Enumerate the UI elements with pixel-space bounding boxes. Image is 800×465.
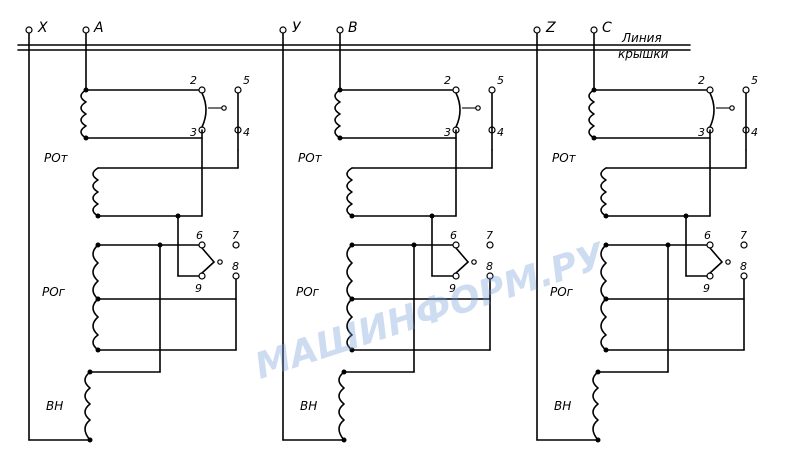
tap-5-label: 5 — [751, 74, 758, 87]
phase-circuit-1: X A 2 3 4 5 РОт — [25, 20, 250, 443]
lid-label-line1: Линия — [621, 31, 662, 45]
winding-label-rog: РОг — [550, 285, 574, 299]
winding-label-rog: РОг — [42, 285, 66, 299]
neutral-terminal — [279, 26, 287, 34]
rot-coil-upper — [80, 89, 87, 139]
tap-6-label: 6 — [196, 229, 203, 242]
tap-6-label: 6 — [704, 229, 711, 242]
tap-8 — [232, 272, 240, 280]
tap-4-label: 4 — [243, 126, 250, 139]
line-terminal — [590, 26, 598, 34]
winding-label-vn: ВН — [300, 399, 317, 413]
switch-arm-upper — [201, 92, 207, 128]
lid-label-line2: крышки — [618, 47, 669, 61]
tap-5-label: 5 — [497, 74, 504, 87]
neutral-terminal-label: X — [37, 20, 48, 36]
tap-7-label: 7 — [232, 229, 239, 242]
tap-9 — [198, 272, 206, 280]
neutral-terminal-label: Z — [545, 20, 556, 36]
neutral-terminal — [533, 26, 541, 34]
tap-4-label: 4 — [497, 126, 504, 139]
winding-label-rot: РОт — [44, 151, 69, 165]
tap-2-label: 2 — [190, 74, 197, 87]
winding-label-vn: ВН — [554, 399, 571, 413]
tap-3-label: 3 — [444, 126, 451, 139]
tap-7-label: 7 — [740, 229, 747, 242]
tap-9-label: 9 — [449, 282, 456, 295]
tap-8-label: 8 — [740, 260, 747, 273]
lid-line — [17, 44, 691, 51]
tap-2-label: 2 — [444, 74, 451, 87]
tap-7 — [232, 241, 240, 249]
line-terminal-label: A — [93, 20, 104, 36]
tap-9-label: 9 — [703, 282, 710, 295]
winding-label-rot: РОт — [298, 151, 323, 165]
neutral-terminal-label: У — [292, 20, 302, 36]
tap-8-label: 8 — [486, 260, 493, 273]
vn-coil — [84, 371, 91, 441]
winding-label-rot: РОт — [552, 151, 577, 165]
line-terminal — [336, 26, 344, 34]
tap-3-label: 3 — [190, 126, 197, 139]
winding-label-vn: ВН — [46, 399, 63, 413]
line-terminal-label: С — [602, 20, 612, 36]
winding-label-rog: РОг — [296, 285, 320, 299]
tap-4-label: 4 — [751, 126, 758, 139]
tap-3-label: 3 — [698, 126, 705, 139]
neutral-terminal — [25, 26, 33, 34]
tap-6 — [198, 241, 206, 249]
tap-5-label: 5 — [243, 74, 250, 87]
phase-circuit-3: Z С 2 3 4 5 РОт РОг — [533, 20, 758, 443]
tap-6-label: 6 — [450, 229, 457, 242]
tap-5 — [234, 86, 242, 94]
tap-9-label: 9 — [195, 282, 202, 295]
line-terminal-label: В — [348, 20, 358, 36]
phase-circuit-2: У В 2 3 4 5 РОт РОг — [279, 20, 504, 443]
tap-8-label: 8 — [232, 260, 239, 273]
line-terminal — [82, 26, 90, 34]
watermark: МАШИНФОРМ.РУ — [250, 235, 612, 387]
rot-coil-lower — [92, 167, 99, 217]
tap-2 — [198, 86, 206, 94]
tap-2-label: 2 — [698, 74, 705, 87]
tap-7-label: 7 — [486, 229, 493, 242]
